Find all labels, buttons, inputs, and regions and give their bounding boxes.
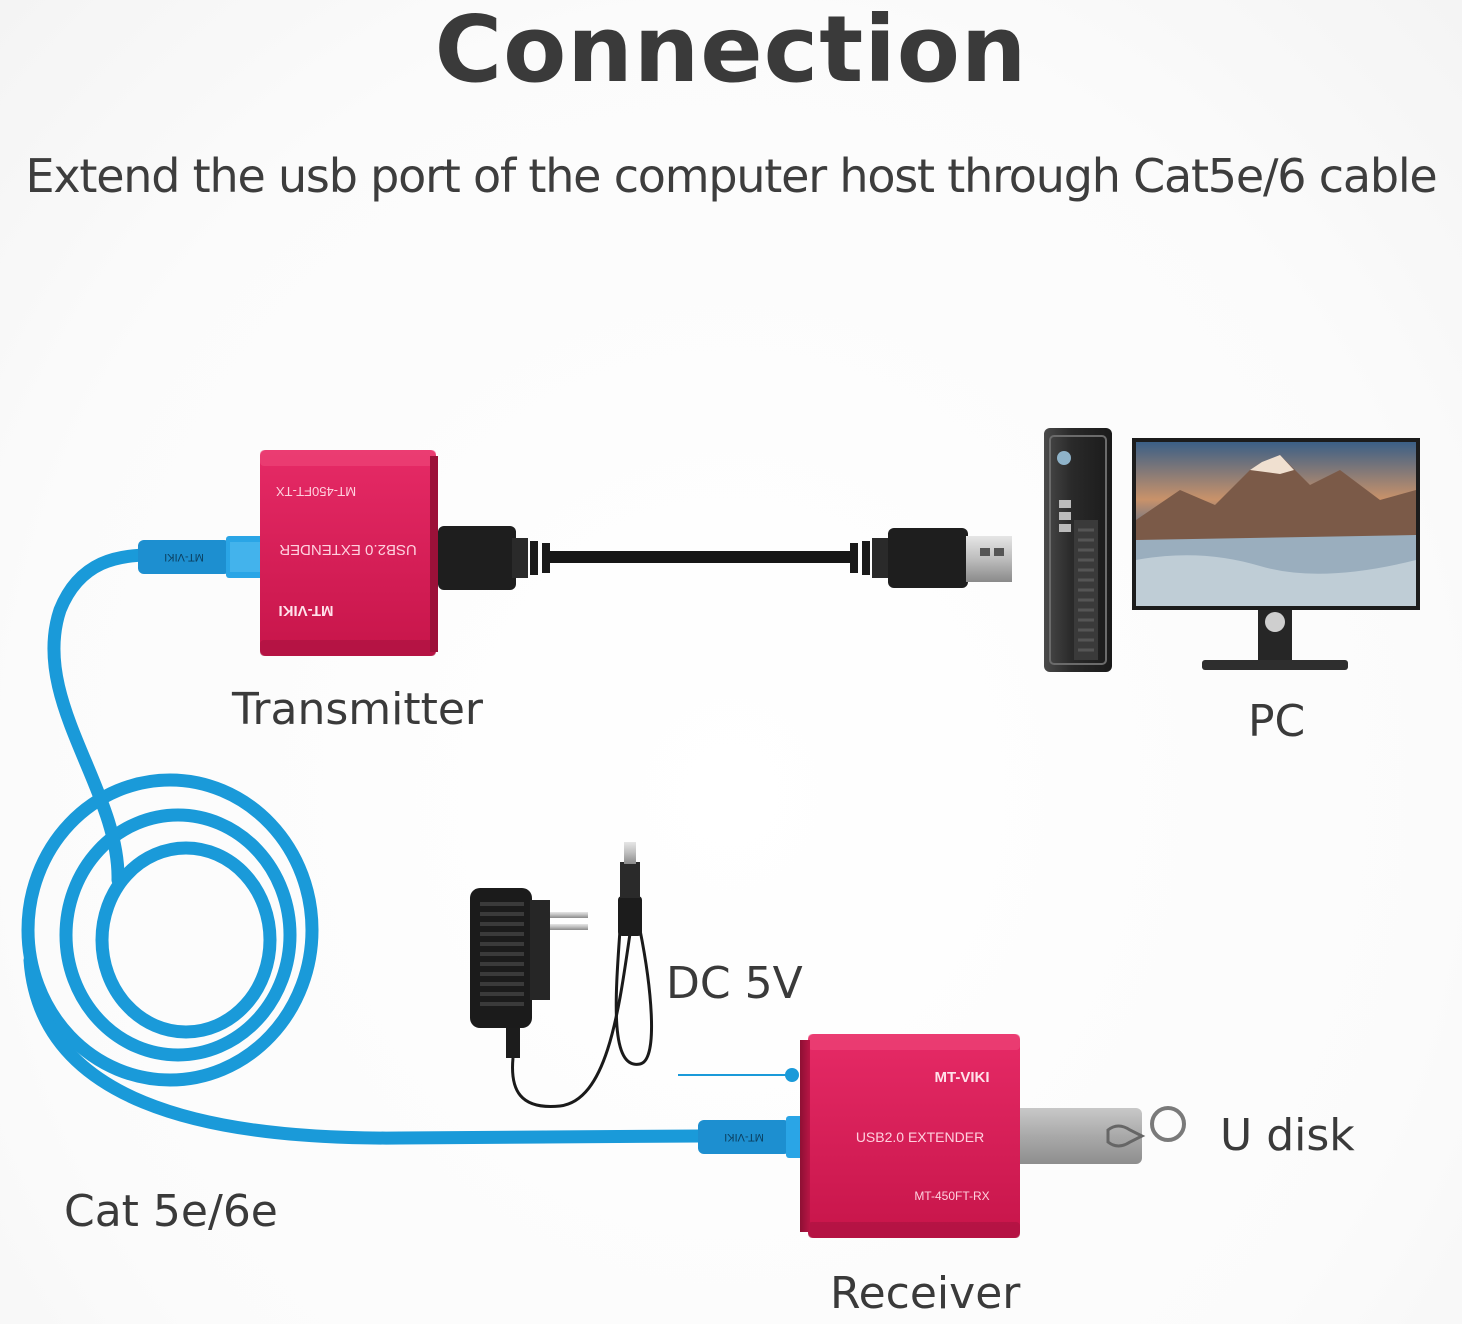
transmitter-device: MT-450FT-TX USB2.0 EXTENDER MT-VIKI <box>260 450 438 656</box>
receiver-model-text: MT-450FT-RX <box>914 1189 989 1203</box>
label-pc: PC <box>1248 696 1306 747</box>
pc-monitor <box>1132 438 1420 670</box>
cable-coil-middle <box>59 808 297 1062</box>
label-u-disk: U disk <box>1220 1110 1355 1161</box>
cable-to-transmitter <box>47 548 157 887</box>
receiver-product-text: USB2.0 EXTENDER <box>856 1129 984 1145</box>
transmitter-model-text: MT-450FT-TX <box>276 484 357 499</box>
label-dc-5v: DC 5V <box>666 958 803 1009</box>
rj45-boot-receiver-text: MT-VIKI <box>724 1131 764 1143</box>
receiver-device: MT-VIKI USB2.0 EXTENDER MT-450FT-RX <box>800 1034 1020 1238</box>
label-receiver: Receiver <box>830 1268 1021 1319</box>
receiver-brand-text: MT-VIKI <box>935 1069 990 1086</box>
cable-to-receiver <box>23 953 707 1145</box>
label-transmitter: Transmitter <box>232 684 484 735</box>
rj45-boot-transmitter-text: MT-VIKI <box>164 551 204 563</box>
rj45-boot-transmitter: MT-VIKI <box>138 536 264 578</box>
u-disk <box>1012 1106 1186 1164</box>
usb-cable <box>438 526 1012 590</box>
rj45-boot-receiver: MT-VIKI <box>698 1116 812 1158</box>
label-cat-cable: Cat 5e/6e <box>64 1186 278 1237</box>
cable-coil-outer <box>21 773 319 1087</box>
cat-cable <box>21 548 707 1145</box>
transmitter-brand-text: MT-VIKI <box>279 602 334 619</box>
pc-tower <box>1044 428 1112 672</box>
transmitter-product-text: USB2.0 EXTENDER <box>279 541 417 558</box>
cable-coil-inner <box>95 841 277 1039</box>
power-adapter <box>470 842 653 1108</box>
dc-port-indicator <box>678 1068 799 1082</box>
page-subtitle: Extend the usb port of the computer host… <box>25 149 1437 203</box>
page-title: Connection <box>434 0 1028 103</box>
